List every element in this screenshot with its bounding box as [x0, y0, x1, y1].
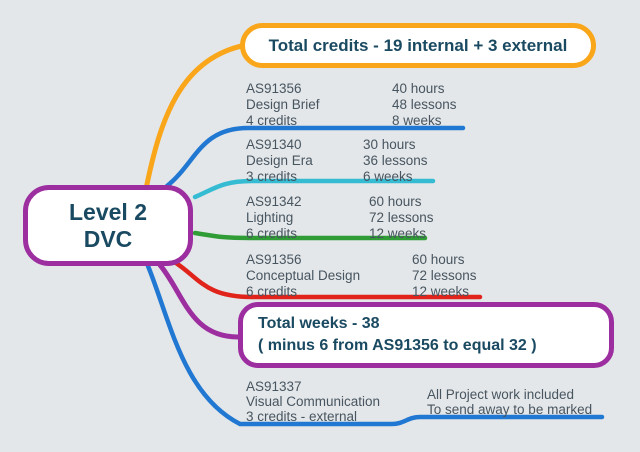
course-name: Lighting: [246, 210, 294, 225]
root-node-line2: DVC: [83, 225, 133, 252]
course-block-design-era: AS91340 Design Era 3 credits: [246, 137, 313, 185]
course-lessons: 72 lessons: [412, 268, 477, 283]
course-credits: 6 credits: [246, 226, 298, 241]
course-lessons: 48 lessons: [392, 97, 457, 112]
course-code: AS91340: [246, 137, 302, 152]
course-name: Design Era: [246, 153, 313, 168]
course-hours: 60 hours: [412, 252, 465, 267]
course-credits: 3 credits - external: [246, 409, 358, 424]
total-credits-box: Total credits - 19 internal + 3 external: [240, 23, 596, 68]
branch-total-weeks: [157, 262, 241, 340]
course-weeks: 6 weeks: [363, 169, 413, 184]
branch-lighting: [192, 230, 428, 241]
course-stats-design-era: 30 hours 36 lessons 6 weeks: [363, 137, 428, 185]
total-weeks-line2: ( minus 6 from AS91356 to equal 32 ): [258, 337, 537, 354]
total-weeks-line1: Total weeks - 38: [258, 315, 380, 332]
course-external-notes: All Project work included To send away t…: [427, 387, 592, 417]
course-stats-lighting: 60 hours 72 lessons 12 weeks: [369, 194, 434, 242]
branch-conceptual-design: [173, 260, 483, 300]
total-credits-label: Total credits - 19 internal + 3 external: [268, 35, 568, 55]
course-stats-conceptual-design: 60 hours 72 lessons 12 weeks: [412, 252, 477, 300]
course-hours: 30 hours: [363, 137, 416, 152]
course-code: AS91356: [246, 252, 302, 267]
course-block-conceptual-design: AS91356 Conceptual Design 6 credits: [246, 252, 360, 300]
external-note2: To send away to be marked: [427, 402, 593, 417]
root-node-line1: Level 2: [69, 198, 147, 225]
course-credits: 3 credits: [246, 169, 298, 184]
course-code: AS91337: [246, 379, 302, 394]
course-block-design-brief: AS91356 Design Brief 4 credits: [246, 81, 320, 129]
course-name: Visual Communication: [246, 394, 381, 409]
external-note1: All Project work included: [427, 387, 575, 402]
course-name: Conceptual Design: [246, 268, 361, 283]
course-weeks: 8 weeks: [392, 113, 442, 128]
branch-design-era: [192, 178, 436, 200]
course-credits: 6 credits: [246, 284, 298, 299]
course-code: AS91356: [246, 81, 302, 96]
course-stats-design-brief: 40 hours 48 lessons 8 weeks: [392, 81, 457, 129]
course-hours: 60 hours: [369, 194, 422, 209]
branch-external: [145, 263, 605, 427]
course-lessons: 36 lessons: [363, 153, 428, 168]
branch-total-credits: [143, 42, 249, 192]
course-name: Design Brief: [246, 97, 320, 112]
course-credits: 4 credits: [246, 113, 298, 128]
course-lessons: 72 lessons: [369, 210, 434, 225]
root-node-level2-dvc: Level 2 DVC: [23, 185, 193, 266]
course-code: AS91342: [246, 194, 302, 209]
course-hours: 40 hours: [392, 81, 445, 96]
branch-design-brief: [164, 125, 466, 189]
total-weeks-box: Total weeks - 38 ( minus 6 from AS91356 …: [238, 302, 614, 368]
course-block-lighting: AS91342 Lighting 6 credits: [246, 194, 302, 242]
course-block-external: AS91337 Visual Communication 3 credits -…: [246, 379, 380, 424]
course-weeks: 12 weeks: [369, 226, 427, 241]
course-weeks: 12 weeks: [412, 284, 470, 299]
